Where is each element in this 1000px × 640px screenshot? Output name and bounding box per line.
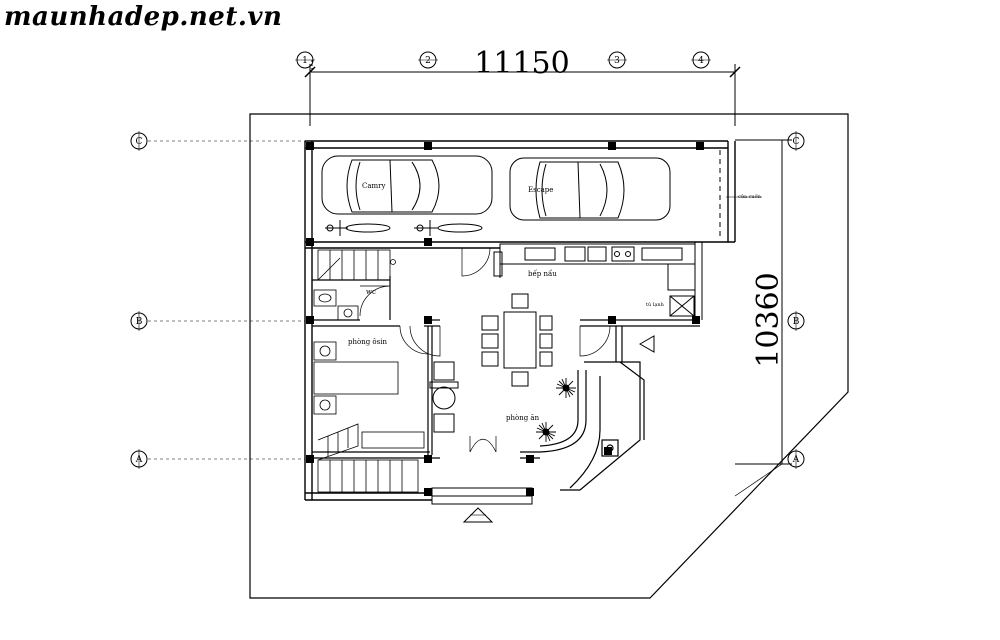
room-label-dining: phòng ăn: [506, 414, 540, 422]
grid-label-right-c: C: [793, 137, 800, 147]
grid-label-4: 4: [698, 56, 704, 66]
main-door: [469, 436, 497, 453]
site-boundary: [249, 113, 849, 599]
grid-label-left-c: C: [136, 137, 143, 147]
motorbike-1: [325, 220, 391, 236]
dimension-width: 11150: [474, 46, 569, 81]
door-wc: [359, 285, 391, 317]
grid-label-left-a: A: [135, 455, 143, 465]
car-label-camry: Camry: [362, 182, 386, 190]
room-label-wc: wc: [366, 288, 376, 296]
car-escape: [509, 157, 671, 221]
lounge-set: [429, 361, 459, 433]
grid-label-1: 1: [302, 56, 308, 66]
dining-table: [481, 293, 553, 387]
stair-bottom: [317, 423, 425, 493]
wc-fixtures: [313, 259, 396, 321]
front-steps: [431, 487, 533, 505]
door-dining-left: [409, 325, 441, 357]
door-maid: [399, 325, 429, 355]
door-kitchen: [461, 247, 491, 277]
label-fridge: tủ lạnh: [646, 301, 665, 308]
motorbike-2: [414, 220, 483, 236]
entry-arrow-right: [638, 335, 655, 353]
grid-label-3: 3: [614, 56, 620, 66]
car-label-escape: Escape: [528, 186, 553, 194]
grid-label-right-a: A: [792, 455, 800, 465]
curved-wall: [539, 361, 645, 491]
plants: [536, 378, 576, 442]
door-dining-right: [579, 325, 611, 357]
room-label-maid: phòng ôsin: [348, 338, 387, 346]
grid-label-right-b: B: [793, 317, 800, 327]
grid-label-left-b: B: [136, 317, 143, 327]
stair-top: [317, 249, 391, 281]
watermark: maunhadep.net.vn: [4, 2, 283, 32]
car-camry: [321, 155, 493, 215]
kitchen-counter: [493, 242, 703, 320]
grid-label-2: 2: [425, 56, 431, 66]
label-gate: cửa cuốn: [738, 193, 762, 200]
dimension-depth: 10360: [751, 272, 786, 367]
columns: [306, 142, 704, 496]
maid-fixtures: [313, 341, 399, 415]
room-label-kitchen: bếp nấu: [528, 269, 557, 278]
